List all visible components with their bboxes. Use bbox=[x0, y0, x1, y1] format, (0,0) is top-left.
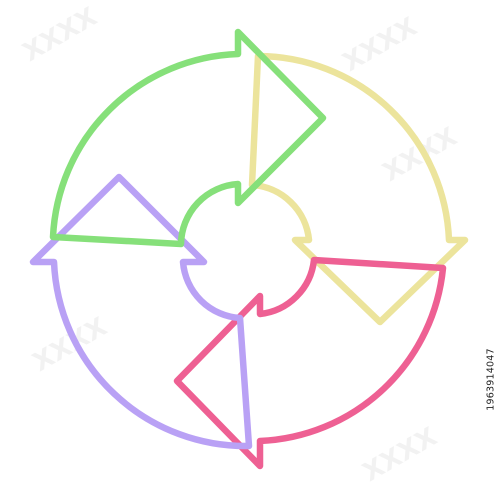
yellow-arrow bbox=[248, 52, 469, 326]
green-arrow bbox=[49, 28, 327, 248]
purple-arrow bbox=[29, 173, 253, 450]
pink-arrow bbox=[173, 256, 447, 470]
image-id-label: 1963914047 bbox=[485, 348, 497, 411]
